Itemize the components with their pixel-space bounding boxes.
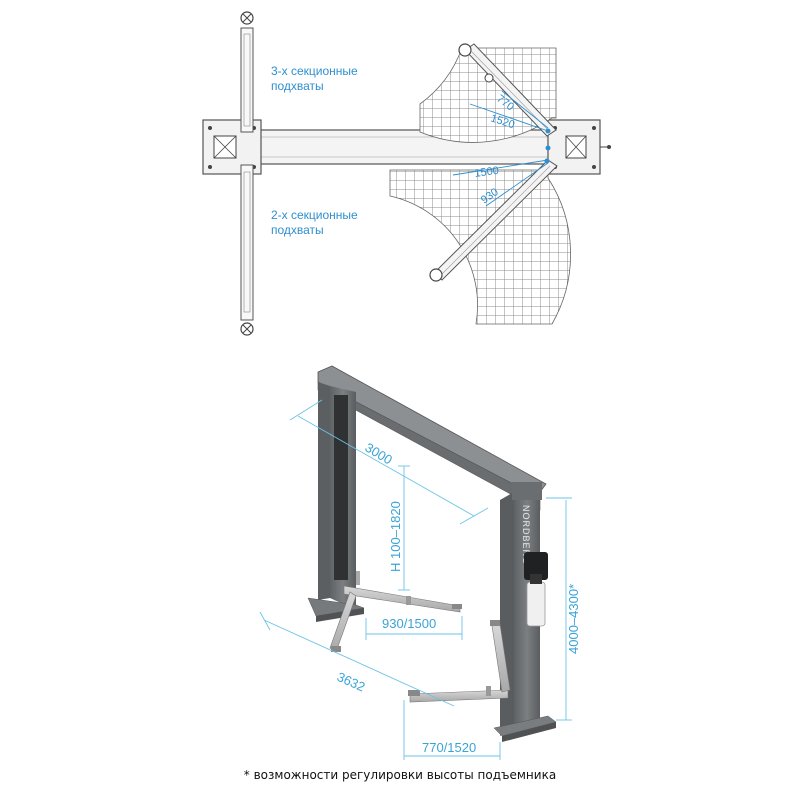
- iso-arms-right: [408, 620, 511, 703]
- upper-swing-arm: [458, 43, 557, 137]
- dim-lower-long: 1500: [474, 165, 500, 180]
- footnote: * возможности регулировки высоты подъемн…: [243, 768, 557, 782]
- iso-dimension-lines: [259, 399, 572, 760]
- lower-swing-sector: [389, 169, 571, 325]
- label-two-section-line1: 2-х секционные: [271, 208, 358, 222]
- right-column-base: [547, 119, 611, 175]
- dim-overall-width: 3632: [335, 669, 368, 694]
- dim-lift-height: H 100–1820: [388, 501, 403, 572]
- power-unit: [524, 552, 548, 627]
- label-three-section-line2: подхваты: [271, 79, 324, 93]
- iso-left-column: [307, 382, 365, 622]
- iso-view: NORDBERG: [259, 365, 581, 760]
- lower-swing-arm: [429, 145, 558, 282]
- top-dimension-lines: [452, 90, 549, 207]
- left-arms-straight: [240, 11, 254, 336]
- brand-label: NORDBERG: [521, 505, 531, 565]
- iso-arms-left: [329, 571, 462, 653]
- dim-arm-front: 930/1500: [382, 616, 436, 631]
- iso-right-column: NORDBERG: [493, 482, 557, 742]
- dim-arm-rear: 770/1520: [422, 740, 476, 755]
- dim-column-height: 4000–4300*: [566, 584, 581, 654]
- label-three-section-line1: 3-х секционные: [271, 64, 358, 78]
- label-two-section-line2: подхваты: [271, 223, 324, 237]
- top-view: 770 1520 1500 930 3-х секционные подхват…: [202, 11, 611, 336]
- dim-width-inside: 3000: [362, 440, 395, 468]
